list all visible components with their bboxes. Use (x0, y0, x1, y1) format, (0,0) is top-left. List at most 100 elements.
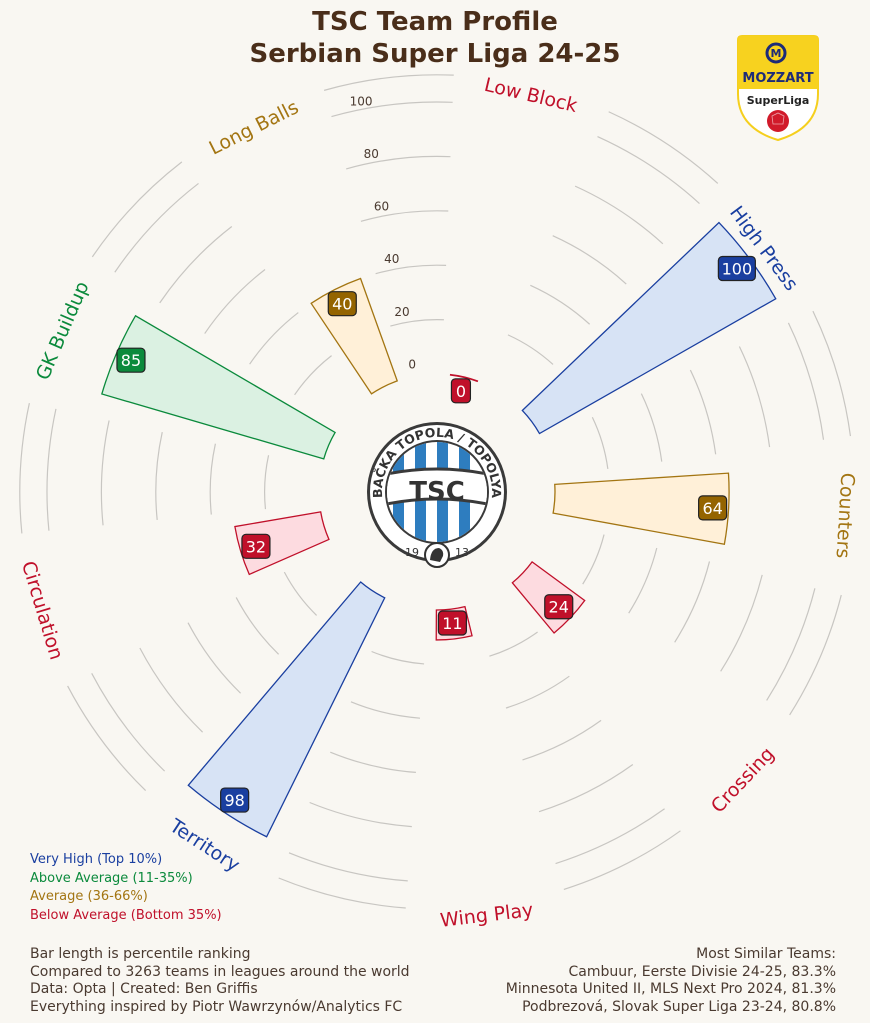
radial-tick-label: 0 (408, 357, 416, 371)
league-logo-league: SuperLiga (747, 94, 810, 107)
category-label: Wing Play (439, 899, 534, 932)
league-logo: M MOZZART SuperLiga (737, 35, 819, 142)
svg-text:M: M (771, 47, 782, 60)
radial-tick-label: 20 (394, 305, 409, 319)
gridline-arc (720, 574, 763, 672)
gridline-arc (67, 685, 147, 792)
gridline-arc (91, 161, 183, 258)
gridline-arc (555, 808, 665, 865)
note-line: Compared to 3263 teams in leagues around… (30, 963, 410, 980)
gridline-arc (187, 622, 242, 694)
legend-average: Average (36-66%) (30, 889, 148, 904)
gridline-arc (552, 235, 627, 285)
chart-subtitle: Serbian Super Liga 24-25 (249, 39, 621, 69)
lion-icon (430, 548, 444, 562)
gridline-arc (375, 264, 447, 275)
gridline-arc (591, 416, 609, 469)
gridline-arc (530, 284, 591, 325)
category-label: Crossing (707, 743, 779, 817)
gridline-arc (489, 631, 538, 657)
gridline-arc (689, 369, 717, 455)
gridline-arc (46, 408, 57, 531)
gridline-arc (812, 310, 852, 437)
value-label-box (437, 610, 467, 636)
radial-tick-label: 40 (384, 252, 399, 266)
legend: Very High (Top 10%) Above Average (11-35… (30, 851, 222, 925)
gridline-arc (789, 594, 842, 716)
gridline-arc (288, 852, 408, 882)
gridline-arc (309, 801, 412, 828)
note-line: Bar length is percentile ranking (30, 946, 251, 962)
gridline-arc (766, 588, 816, 701)
gridline-arc (19, 402, 30, 534)
note-line: Data: Opta | Created: Ben Griffis (30, 981, 258, 997)
value-label-box (116, 347, 146, 373)
value-label-box (717, 255, 756, 282)
category-label: GK Buildup (32, 278, 94, 383)
gridline-arc (582, 534, 605, 585)
gridline-arc (674, 561, 711, 643)
gridline-arc (100, 420, 110, 526)
gridline-arc (323, 74, 454, 91)
bar-high-press (521, 221, 777, 435)
category-label: Circulation (17, 559, 67, 663)
value-label-box (450, 378, 472, 404)
value-label: 0 (456, 382, 466, 401)
gridline-arc (787, 322, 825, 440)
gridline-arc (283, 571, 318, 616)
gridline-arc (538, 764, 634, 813)
value-label: 100 (722, 259, 753, 278)
value-label-box (220, 787, 250, 813)
bar-low-block (449, 373, 479, 383)
bar-gk-buildup (101, 314, 337, 460)
bar-counters (552, 472, 730, 545)
legend-below-average: Below Average (Bottom 35%) (30, 907, 222, 923)
category-label: Long Balls (206, 96, 303, 159)
gridline-arc (264, 455, 270, 510)
value-label: 85 (121, 351, 141, 370)
team-logo-year-left: 19 (405, 546, 419, 559)
gridline-arc (204, 269, 266, 334)
gridline-arc (278, 877, 406, 909)
value-label-box (544, 594, 574, 620)
gridline-arc (350, 701, 421, 719)
gridline-arc (330, 751, 416, 774)
value-label-box (698, 495, 728, 521)
gridline-arc (507, 334, 554, 365)
gridline-arc (640, 393, 663, 462)
value-label: 98 (224, 791, 244, 810)
value-label: 32 (246, 537, 266, 556)
gridline-arc (597, 136, 700, 204)
gridline-arc (522, 719, 602, 761)
gridline-arc (155, 431, 163, 520)
league-logo-brand: MOZZART (742, 71, 813, 86)
value-label: 40 (332, 295, 352, 314)
gridline-arc (738, 346, 771, 448)
gridline-arc (139, 647, 204, 733)
gridline-arc (159, 225, 233, 304)
value-label: 64 (702, 499, 722, 518)
gridline-arc (331, 101, 453, 118)
gridline-arc (294, 355, 332, 396)
gridline-arc (371, 650, 425, 665)
similar-team: Minnesota United II, MLS Next Pro 2024, … (505, 981, 836, 997)
footnotes: Bar length is percentile ranking Compare… (30, 946, 410, 1016)
category-label: Low Block (482, 74, 579, 117)
team-logo-name: TSC (409, 477, 465, 507)
gridline-arc (360, 210, 449, 222)
note-line: Everything inspired by Piotr Wawrzynów/A… (30, 998, 403, 1015)
gridline-arc (346, 155, 451, 170)
gridline-arc (563, 830, 681, 891)
team-logo-year-right: 13 (455, 546, 469, 559)
category-label: Counters (832, 472, 859, 559)
gridline-arc (574, 185, 664, 245)
similar-teams: Most Similar Teams: Cambuur, Eerste Divi… (506, 946, 836, 1016)
gridline-arc (628, 547, 658, 614)
radial-tick-label: 80 (364, 147, 379, 161)
value-label-box (241, 533, 271, 559)
similar-team: Cambuur, Eerste Divisie 24-25, 83.3% (568, 963, 837, 980)
bar-territory (187, 581, 386, 838)
